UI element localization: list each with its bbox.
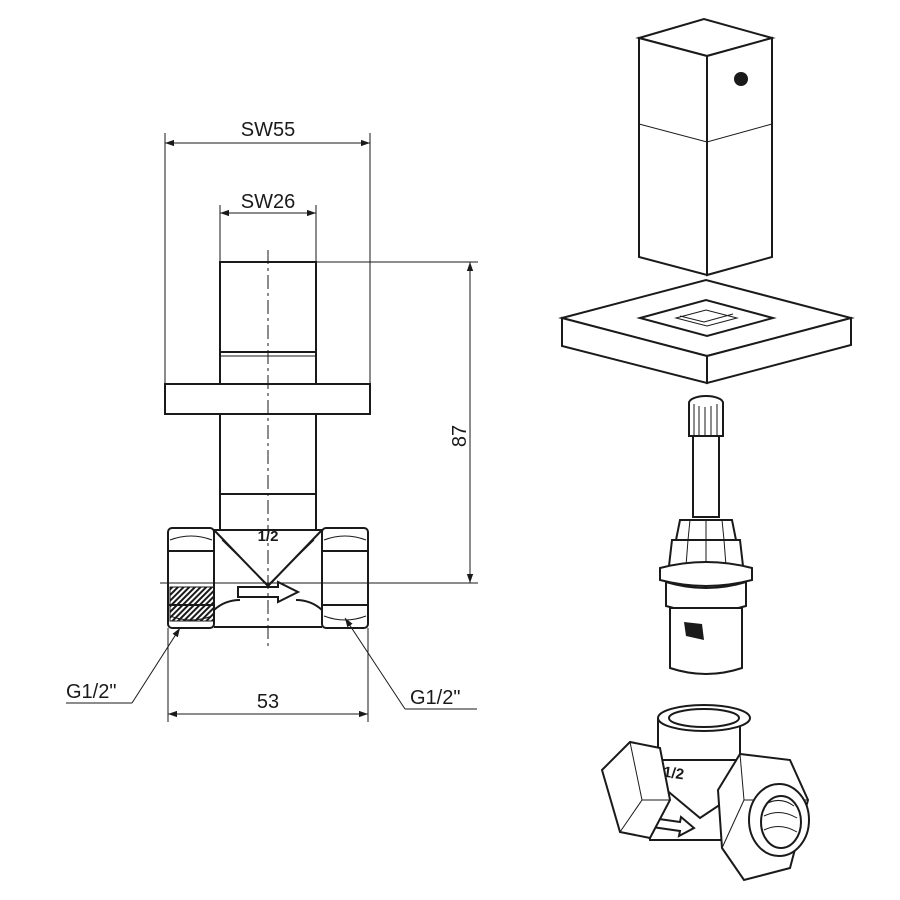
svg-text:G1/2": G1/2" bbox=[410, 687, 460, 709]
hex-nut-left bbox=[167, 527, 215, 629]
iso-body-size-marking: 1/2 bbox=[662, 764, 685, 784]
handle-hole-icon bbox=[734, 72, 748, 86]
front-view: 1/2 bbox=[160, 250, 478, 650]
svg-text:53: 53 bbox=[257, 691, 279, 713]
flow-arrow-icon bbox=[237, 580, 301, 604]
thread-label-right: G1/2" bbox=[344, 617, 477, 710]
iso-flow-arrow-icon bbox=[651, 815, 696, 838]
thread-label-left: G1/2" bbox=[66, 627, 181, 704]
thread-hatch-left bbox=[169, 586, 215, 622]
svg-text:SW55: SW55 bbox=[241, 119, 295, 141]
valve-body-iso: 1/2 bbox=[600, 704, 810, 882]
cartridge-port bbox=[684, 622, 704, 640]
hex-nut-right bbox=[321, 527, 369, 629]
svg-text:SW26: SW26 bbox=[241, 191, 295, 213]
svg-text:87: 87 bbox=[449, 425, 471, 447]
dimension-sw55: SW55 bbox=[164, 119, 371, 384]
svg-text:G1/2": G1/2" bbox=[66, 681, 116, 703]
dimension-sw26: SW26 bbox=[219, 191, 317, 262]
exploded-iso-view: 1/2 bbox=[558, 17, 855, 882]
handle-iso bbox=[635, 17, 776, 277]
dimension-height-87: 87 bbox=[316, 261, 478, 583]
cartridge-iso bbox=[659, 395, 753, 675]
cover-plate-iso bbox=[558, 278, 855, 385]
dimension-width-53: 53 bbox=[167, 628, 369, 722]
